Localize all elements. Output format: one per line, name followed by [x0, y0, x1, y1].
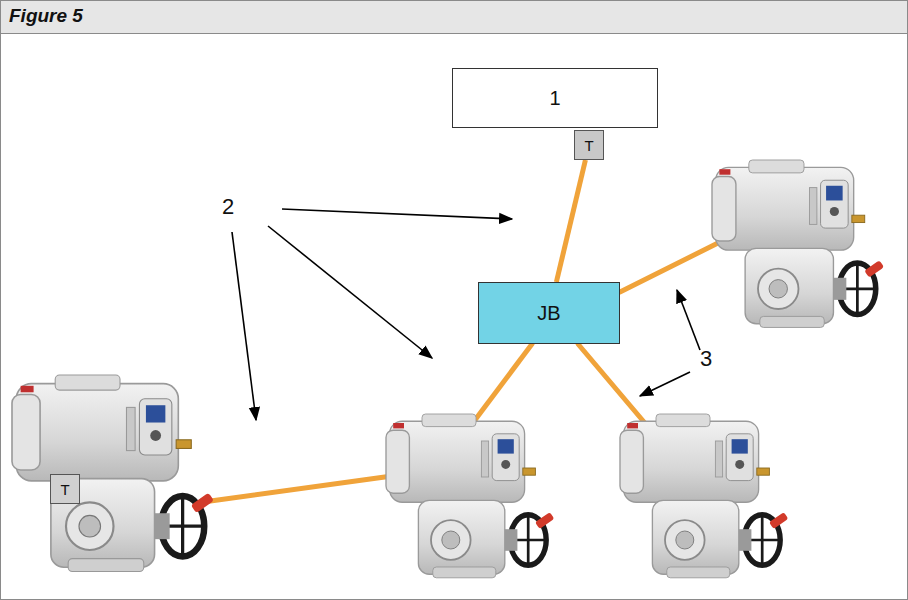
junction-box: JB — [478, 282, 620, 344]
node-text: T — [584, 137, 593, 154]
terminator-box: T — [50, 474, 80, 504]
controller-box: 1 — [452, 68, 658, 128]
figure-title: Figure 5 — [9, 5, 83, 27]
figure-header — [1, 1, 907, 34]
callout-number: 3 — [700, 346, 712, 372]
leader-arrow — [232, 209, 700, 420]
node-text: T — [60, 481, 69, 498]
node-text: JB — [537, 302, 560, 325]
callout-number: 2 — [222, 194, 234, 220]
terminator-box: T — [574, 130, 604, 160]
cable — [556, 160, 585, 282]
node-text: 1 — [549, 87, 560, 110]
